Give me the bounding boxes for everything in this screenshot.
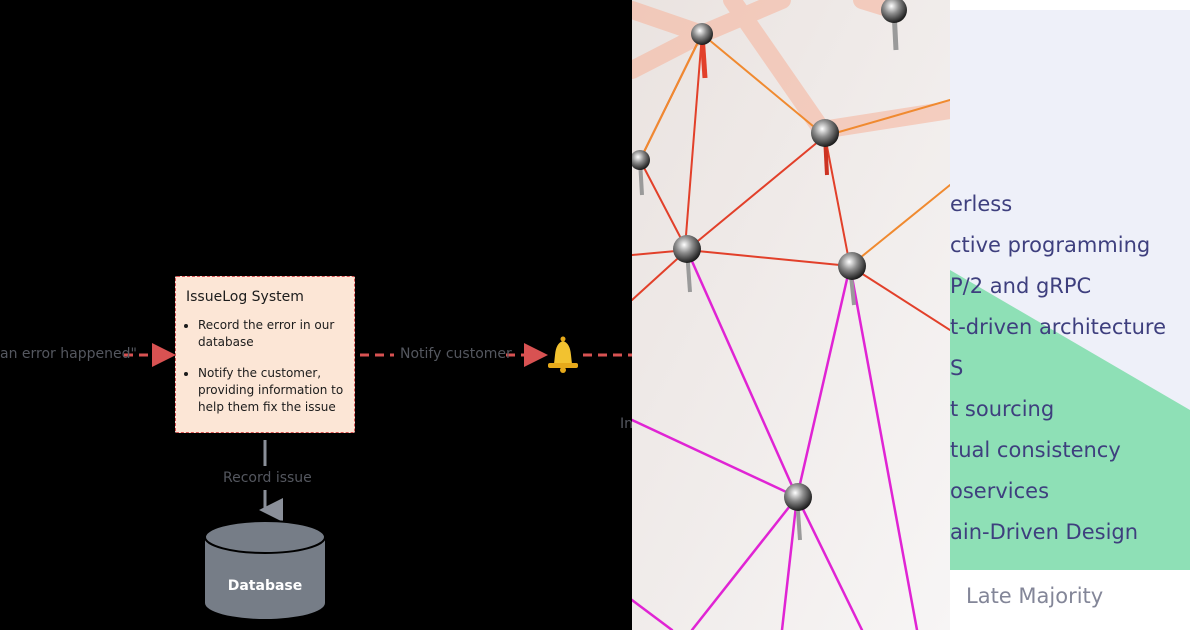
slide-item-6: t sourcing	[950, 397, 1055, 421]
late-majority-label: Late Majority	[966, 584, 1104, 608]
issuelog-box: IssueLog System Record the error in our …	[175, 276, 355, 433]
database-label: Database	[227, 578, 303, 594]
slide-item-4: t-driven architecture	[950, 315, 1167, 339]
pin-2	[881, 0, 907, 51]
bullet-notify: Notify the customer, providing informati…	[198, 365, 344, 416]
pin-6	[838, 252, 866, 306]
input-label: an error happened"	[0, 346, 137, 362]
box-bullets: Record the error in our database Notify …	[186, 317, 344, 416]
bullet-record: Record the error in our database	[198, 317, 344, 351]
slide-item-1: erless	[950, 192, 1013, 216]
box-title: IssueLog System	[186, 289, 304, 305]
pin-4	[632, 150, 650, 196]
threads-magenta	[632, 248, 919, 630]
partial-label: In	[620, 416, 632, 432]
pin-1	[691, 23, 713, 79]
network-photo	[632, 0, 950, 630]
pin-7	[784, 483, 812, 541]
threads-orange	[639, 33, 950, 267]
pins	[632, 0, 907, 541]
threads-pale	[632, 0, 950, 139]
notify-label: Notify customer	[400, 346, 512, 362]
slide-item-8: oservices	[950, 479, 1050, 503]
bell-icon	[548, 336, 578, 373]
slide-item-9: ain-Driven Design	[950, 520, 1139, 544]
diagram-panel: an error happened" IssueLog System Recor…	[0, 0, 632, 630]
record-label: Record issue	[223, 470, 312, 486]
adoption-slide: erless ctive programming P/2 and gRPC t-…	[950, 0, 1200, 630]
slide-item-3: P/2 and gRPC	[950, 274, 1092, 298]
slide-item-7: tual consistency	[950, 438, 1121, 462]
majority-band	[950, 270, 1190, 570]
pin-5	[673, 235, 701, 293]
slide-item-2: ctive programming	[950, 233, 1151, 257]
network-graph	[632, 0, 950, 630]
pin-3	[811, 119, 839, 176]
diagram-connectors	[124, 336, 632, 619]
database-cylinder	[204, 520, 326, 619]
slide-item-5: S	[950, 356, 964, 380]
